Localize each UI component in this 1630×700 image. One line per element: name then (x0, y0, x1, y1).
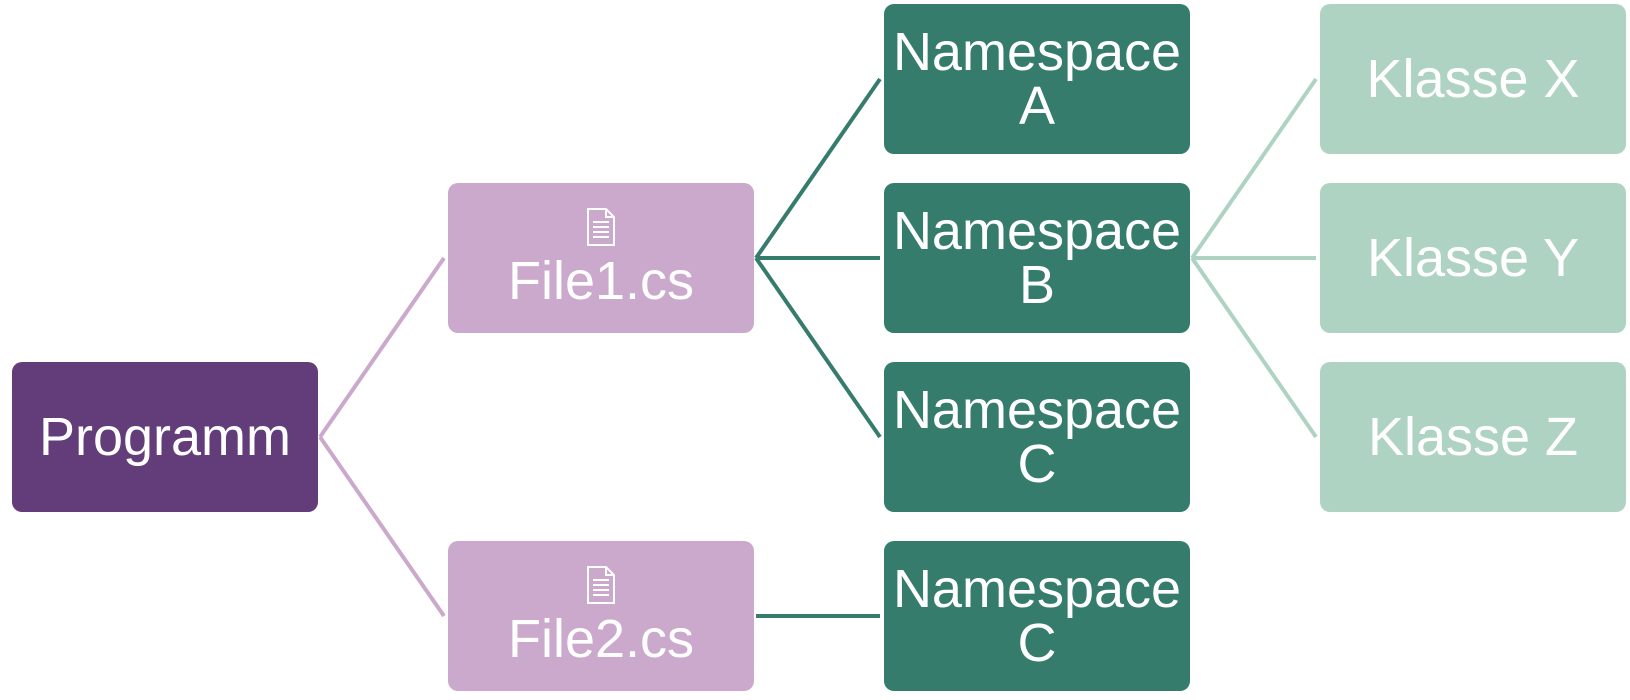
edge-file1-ns-c1 (754, 256, 882, 439)
node-label: Klasse Z (1367, 407, 1579, 467)
edge-ns-b-klasse-z (1190, 256, 1318, 439)
node-label: Namespace C (892, 559, 1182, 673)
document-icon (587, 208, 615, 246)
node-label: Programm (38, 407, 292, 467)
node-file1: File1.cs (448, 183, 754, 333)
node-namespace-b: Namespace B (884, 183, 1190, 333)
node-namespace-a: Namespace A (884, 4, 1190, 154)
node-label: File2.cs (507, 609, 695, 669)
edge-ns-b-klasse-x (1190, 77, 1318, 260)
node-klasse-z: Klasse Z (1320, 362, 1626, 512)
node-klasse-x: Klasse X (1320, 4, 1626, 154)
node-label: File1.cs (507, 251, 695, 311)
node-klasse-y: Klasse Y (1320, 183, 1626, 333)
node-file2: File2.cs (448, 541, 754, 691)
node-label: Klasse Y (1366, 228, 1580, 288)
node-namespace-c-file2: Namespace C (884, 541, 1190, 691)
edge-file1-ns-a (754, 77, 882, 260)
node-namespace-c-file1: Namespace C (884, 362, 1190, 512)
edge-programm-file1 (318, 256, 446, 439)
node-label: Namespace A (892, 22, 1182, 136)
document-icon (587, 566, 615, 604)
node-label: Namespace B (892, 201, 1182, 315)
node-programm: Programm (12, 362, 318, 512)
node-label: Namespace C (892, 380, 1182, 494)
node-label: Klasse X (1366, 49, 1580, 109)
edge-programm-file2 (318, 435, 446, 618)
